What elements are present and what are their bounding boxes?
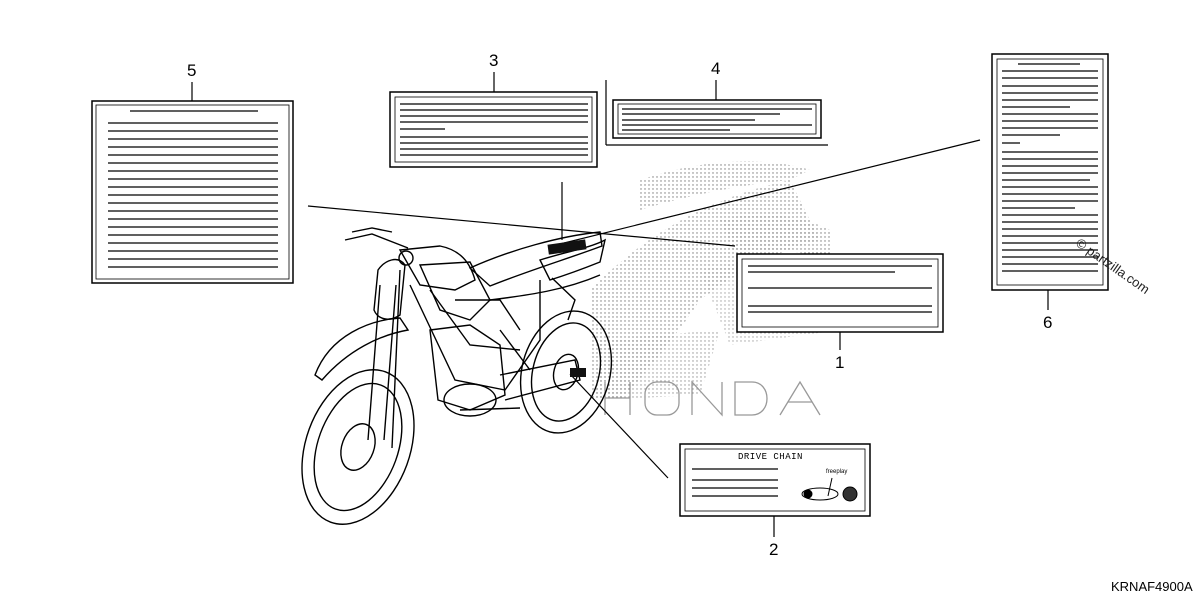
label-1 — [736, 253, 944, 333]
label-2-freeplay: freeplay — [826, 469, 847, 475]
part-code: KRNAF4900A — [1111, 579, 1193, 594]
callout-1: 1 — [835, 353, 844, 372]
honda-letters — [604, 380, 821, 417]
callout-6: 6 — [1043, 313, 1052, 332]
motorcycle — [301, 227, 613, 525]
callout-5: 5 — [187, 61, 196, 80]
label-4 — [612, 99, 822, 139]
label-2-title: DRIVE CHAIN — [738, 452, 803, 462]
callout-3: 3 — [489, 51, 498, 70]
chain-sprocket-icon — [801, 477, 858, 502]
leader-lines — [307, 80, 981, 479]
label-5 — [91, 100, 294, 284]
callout-4: 4 — [711, 59, 720, 78]
label-2-drive-chain: DRIVE CHAIN freeplay — [679, 443, 871, 517]
callout-ticks — [191, 72, 1049, 537]
label-3 — [389, 91, 598, 168]
callout-2: 2 — [769, 540, 778, 559]
label-6 — [991, 53, 1109, 291]
chain-decal — [570, 368, 586, 377]
seat-decal — [547, 239, 587, 255]
